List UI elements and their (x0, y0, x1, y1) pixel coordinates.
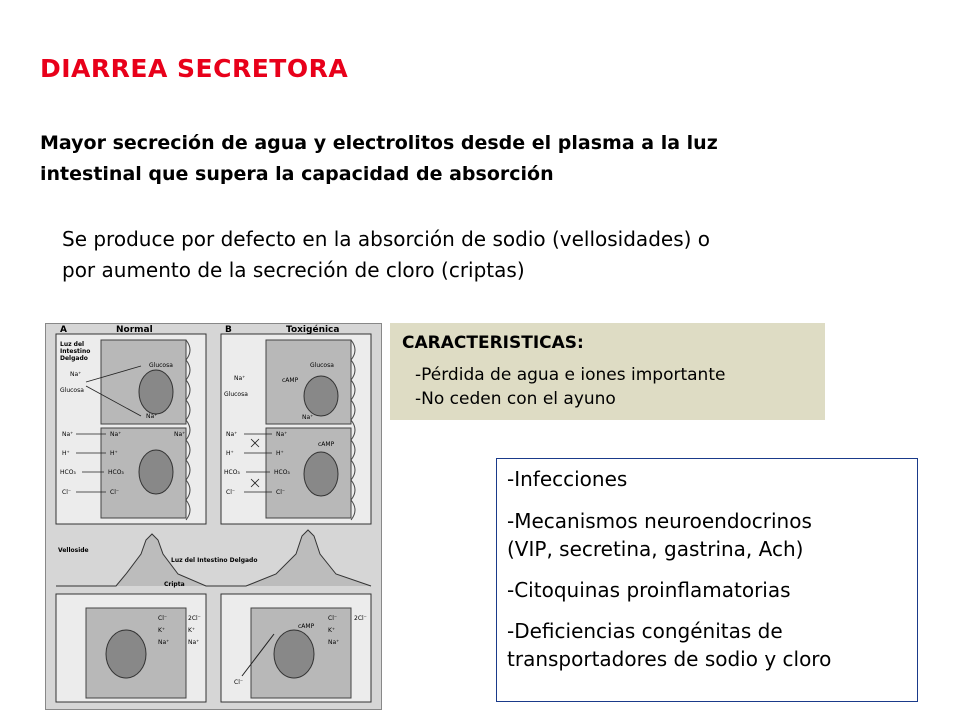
crypt-label: Cripta (164, 581, 185, 588)
panel-b-nucleus-top (303, 375, 339, 417)
ac-na-2: Na⁺ (188, 639, 199, 646)
panel-a-nucleus-bottom (138, 449, 174, 495)
b-block-marks (250, 438, 260, 488)
a-h-1: H⁺ (62, 450, 70, 457)
a-na-2: Na⁺ (146, 413, 157, 420)
lead-definition: Mayor secreción de agua y electrolitos d… (40, 128, 920, 190)
villus-label: Velloside (58, 547, 89, 554)
ac-k-2: K⁺ (188, 627, 195, 634)
causes-box: -Infecciones -Mecanismos neuroendocrinos… (496, 458, 918, 702)
bc-2cl: 2Cl⁻ (354, 615, 367, 622)
bc-k: K⁺ (328, 627, 335, 634)
bc-camp: cAMP (298, 623, 315, 630)
villus-outline (56, 529, 372, 587)
b-glucosa-1: Glucosa (224, 391, 248, 398)
a-hco3-1: HCO₃ (60, 469, 76, 476)
caracteristicas-heading: CARACTERISTICAS: (402, 333, 584, 353)
b-camp-2: cAMP (318, 441, 335, 448)
bc-secretion-arrow (241, 633, 275, 677)
b-h-2: H⁺ (276, 450, 284, 457)
a-cl-1: Cl⁻ (62, 489, 71, 496)
b-glucosa-2: Glucosa (310, 362, 334, 369)
b-cl-1: Cl⁻ (226, 489, 235, 496)
cause-infecciones: -Infecciones (507, 467, 628, 491)
a-h-2: H⁺ (110, 450, 118, 457)
panel-a-title: Normal (116, 325, 153, 335)
a-hco3-2: HCO₃ (108, 469, 124, 476)
a-na-3: Na⁺ (62, 431, 73, 438)
lumen-center-label: Luz del Intestino Delgado (171, 557, 257, 564)
bc-na: Na⁺ (328, 639, 339, 646)
caracteristicas-item-1: -Pérdida de agua e iones importante (415, 365, 726, 385)
mechanism-paragraph: Se produce por defecto en la absorción d… (62, 224, 922, 286)
caracteristicas-box: CARACTERISTICAS: -Pérdida de agua e ione… (390, 323, 825, 420)
b-cl-2: Cl⁻ (276, 489, 285, 496)
ac-na-1: Na⁺ (158, 639, 169, 646)
a-glucosa-2: Glucosa (149, 362, 173, 369)
b-hco3-2: HCO₃ (274, 469, 290, 476)
intestine-diagram-figure: A Normal B Toxigénica Luz del Intestino … (45, 323, 382, 710)
panel-b-nucleus-bottom (303, 451, 339, 497)
bc-cl-1: Cl⁻ (328, 615, 337, 622)
a-glucosa-1: Glucosa (60, 387, 84, 394)
panel-b-membrane (350, 339, 356, 521)
b-na-3: Na⁺ (226, 431, 237, 438)
a-na-5: Na⁺ (174, 431, 185, 438)
a-cl-2: Cl⁻ (110, 489, 119, 496)
a-arrow-2 (85, 385, 142, 417)
paragraph-line-2: por aumento de la secreción de cloro (cr… (62, 258, 525, 282)
b-na-2: Na⁺ (302, 414, 313, 421)
panel-a-membrane (185, 339, 191, 521)
ac-k-1: K⁺ (158, 627, 165, 634)
panel-b-crypt-nucleus (273, 629, 315, 679)
page-title: DIARREA SECRETORA (40, 54, 349, 83)
paragraph-line-1: Se produce por defecto en la absorción d… (62, 227, 711, 251)
panel-a-crypt-nucleus (105, 629, 147, 679)
b-na-4: Na⁺ (276, 431, 287, 438)
b-na-1: Na⁺ (234, 375, 245, 382)
cause-deficiencias-detail: transportadores de sodio y cloro (507, 647, 832, 671)
lumen-label-2: Intestino (60, 348, 90, 355)
a-arrow-1 (85, 365, 142, 383)
b-hco3-1: HCO₃ (224, 469, 240, 476)
lead-line-1: Mayor secreción de agua y electrolitos d… (40, 132, 718, 154)
ac-cl-1: Cl⁻ (158, 615, 167, 622)
panel-b-letter: B (225, 325, 232, 335)
lumen-label-1: Luz del (60, 341, 84, 348)
panel-a-letter: A (60, 325, 67, 335)
b-camp-1: cAMP (282, 377, 299, 384)
cause-neuroendocrinos-detail: (VIP, secretina, gastrina, Ach) (507, 537, 804, 561)
cause-citoquinas: -Citoquinas proinflamatorias (507, 578, 791, 602)
caracteristicas-item-2: -No ceden con el ayuno (415, 389, 616, 409)
cause-deficiencias: -Deficiencias congénitas de (507, 619, 783, 643)
cause-neuroendocrinos: -Mecanismos neuroendocrinos (507, 509, 812, 533)
a-na-4: Na⁺ (110, 431, 121, 438)
panel-a-nucleus-top (138, 369, 174, 415)
ac-2cl: 2Cl⁻ (188, 615, 201, 622)
lumen-label-3: Delgado (60, 355, 88, 362)
bc-cl-out: Cl⁻ (234, 679, 243, 686)
panel-b-title: Toxigénica (286, 324, 339, 335)
b-h-1: H⁺ (226, 450, 234, 457)
intestine-diagram: A Normal B Toxigénica Luz del Intestino … (55, 324, 372, 703)
a-na-1: Na⁺ (70, 371, 81, 378)
lead-line-2: intestinal que supera la capacidad de ab… (40, 163, 554, 185)
